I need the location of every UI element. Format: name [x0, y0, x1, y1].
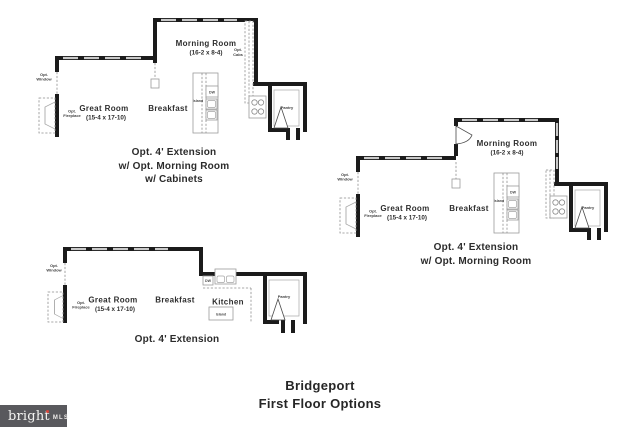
- logo-dot-icon: [46, 410, 49, 413]
- opt-fireplace-line2: Fireplace: [72, 305, 90, 310]
- great-room-dims: (15-4 x 17-10): [86, 115, 126, 122]
- pantry: Pantry: [574, 189, 601, 229]
- dw-label: DW: [205, 279, 212, 283]
- plan1-caption-line3: w/ Cabinets: [145, 174, 203, 185]
- plan2-caption: Opt. 4' Extension w/ Opt. Morning Room: [380, 241, 572, 268]
- opt-cabinets: [244, 20, 254, 104]
- walls: [55, 18, 307, 140]
- opt-fireplace-line1: Opt.: [369, 209, 377, 214]
- entry-door-swing: [455, 125, 473, 145]
- opt-window-label: Opt. Window: [46, 263, 62, 273]
- sheet-title: Bridgeport First Floor Options: [0, 377, 640, 413]
- floorplan-extension: DW Island Pantry Great Room (15-4 x 17-1…: [46, 247, 307, 333]
- fireplace: [38, 97, 56, 134]
- walls: [356, 118, 608, 240]
- great-room-dims: (15-4 x 17-10): [387, 215, 427, 222]
- breakfast-label: Breakfast: [148, 104, 188, 113]
- morning-room-dims: (16-2 x 8-4): [190, 50, 223, 57]
- opt-fireplace-line1: Opt.: [77, 300, 85, 305]
- opt-window-label: Opt. Window: [337, 172, 353, 182]
- dishwasher: DW: [202, 275, 214, 286]
- plan3-caption: Opt. 4' Extension: [82, 333, 272, 347]
- dw-label: DW: [209, 91, 216, 95]
- opt-window-line1: Opt.: [40, 72, 48, 77]
- morning-room-dims: (16-2 x 8-4): [491, 150, 524, 157]
- window-segments: [63, 18, 237, 60]
- counter-outline: [203, 287, 252, 323]
- pantry: Pantry: [268, 279, 300, 321]
- floorplan-morning-room: DW Island Pantry Morning Room (16-2 x 8-…: [337, 118, 608, 240]
- opt-window-line2: Window: [36, 77, 52, 82]
- great-room-label: Great Room: [380, 204, 429, 213]
- kitchen-island: DW Island: [493, 172, 520, 234]
- kitchen-island: DW Island: [192, 72, 219, 134]
- pantry-label: Pantry: [582, 205, 595, 210]
- pantry: Pantry: [273, 89, 300, 129]
- great-room-label: Great Room: [88, 296, 137, 305]
- opt-cabs-line2: Cabs: [233, 52, 244, 57]
- opt-window-label: Opt. Window: [36, 72, 52, 82]
- plan1-caption: Opt. 4' Extension w/ Opt. Morning Room w…: [78, 146, 270, 187]
- island-label: Island: [216, 313, 226, 317]
- morning-room-label: Morning Room: [176, 39, 237, 48]
- opt-fireplace-line1: Opt.: [68, 109, 76, 114]
- window-segments: [364, 118, 559, 169]
- morning-room-label: Morning Room: [477, 139, 538, 148]
- logo-wordmark: bright: [8, 408, 50, 424]
- door-frame: [150, 63, 160, 89]
- walls: [63, 247, 307, 333]
- sheet-subtitle: First Floor Options: [258, 396, 382, 411]
- pantry-label: Pantry: [281, 105, 294, 110]
- opt-window-line2: Window: [337, 177, 353, 182]
- plan2-caption-line1: Opt. 4' Extension: [433, 242, 519, 253]
- plan1-caption-line1: Opt. 4' Extension: [131, 147, 217, 158]
- fireplace: [339, 197, 357, 234]
- opt-fireplace-label: Opt. Fireplace: [63, 109, 81, 119]
- opt-fireplace-line2: Fireplace: [63, 113, 81, 118]
- kitchen-island: Island: [208, 306, 234, 321]
- opt-fireplace-label: Opt. Fireplace: [364, 209, 382, 219]
- kitchen-sink: [214, 268, 237, 285]
- opt-cabs-label: Opt. Cabs: [233, 47, 244, 57]
- door-frame: [451, 162, 461, 189]
- stove: [549, 195, 568, 219]
- opt-window-line1: Opt.: [341, 172, 349, 177]
- pantry-label: Pantry: [278, 294, 291, 299]
- breakfast-label: Breakfast: [449, 204, 489, 213]
- opt-fireplace-line2: Fireplace: [364, 213, 382, 218]
- dw-label: DW: [510, 191, 517, 195]
- plan1-caption-line2: w/ Opt. Morning Room: [118, 160, 230, 172]
- model-name: Bridgeport: [285, 378, 355, 393]
- plan2-caption-line2: w/ Opt. Morning Room: [420, 255, 532, 267]
- floorplan-morning-room-cabinets: DW Island Pantry Morning Room (16-2 x 8-…: [36, 18, 307, 140]
- island-label: Island: [193, 99, 203, 103]
- bright-mls-logo: bright MLS: [0, 405, 70, 427]
- plan3-caption-line1: Opt. 4' Extension: [134, 334, 220, 345]
- opt-window-line1: Opt.: [50, 263, 58, 268]
- kitchen-label: Kitchen: [212, 298, 244, 307]
- stove: [248, 95, 267, 119]
- island-label: Island: [494, 199, 504, 203]
- opt-window-line2: Window: [46, 268, 62, 273]
- breakfast-label: Breakfast: [155, 296, 195, 305]
- window-segments: [71, 247, 168, 251]
- great-room-dims: (15-4 x 17-10): [95, 306, 135, 313]
- opt-cabs-line1: Opt.: [234, 47, 242, 52]
- fireplace: [47, 291, 64, 323]
- great-room-label: Great Room: [79, 104, 128, 113]
- logo-suffix: MLS: [52, 415, 70, 421]
- opt-fireplace-label: Opt. Fireplace: [72, 300, 90, 310]
